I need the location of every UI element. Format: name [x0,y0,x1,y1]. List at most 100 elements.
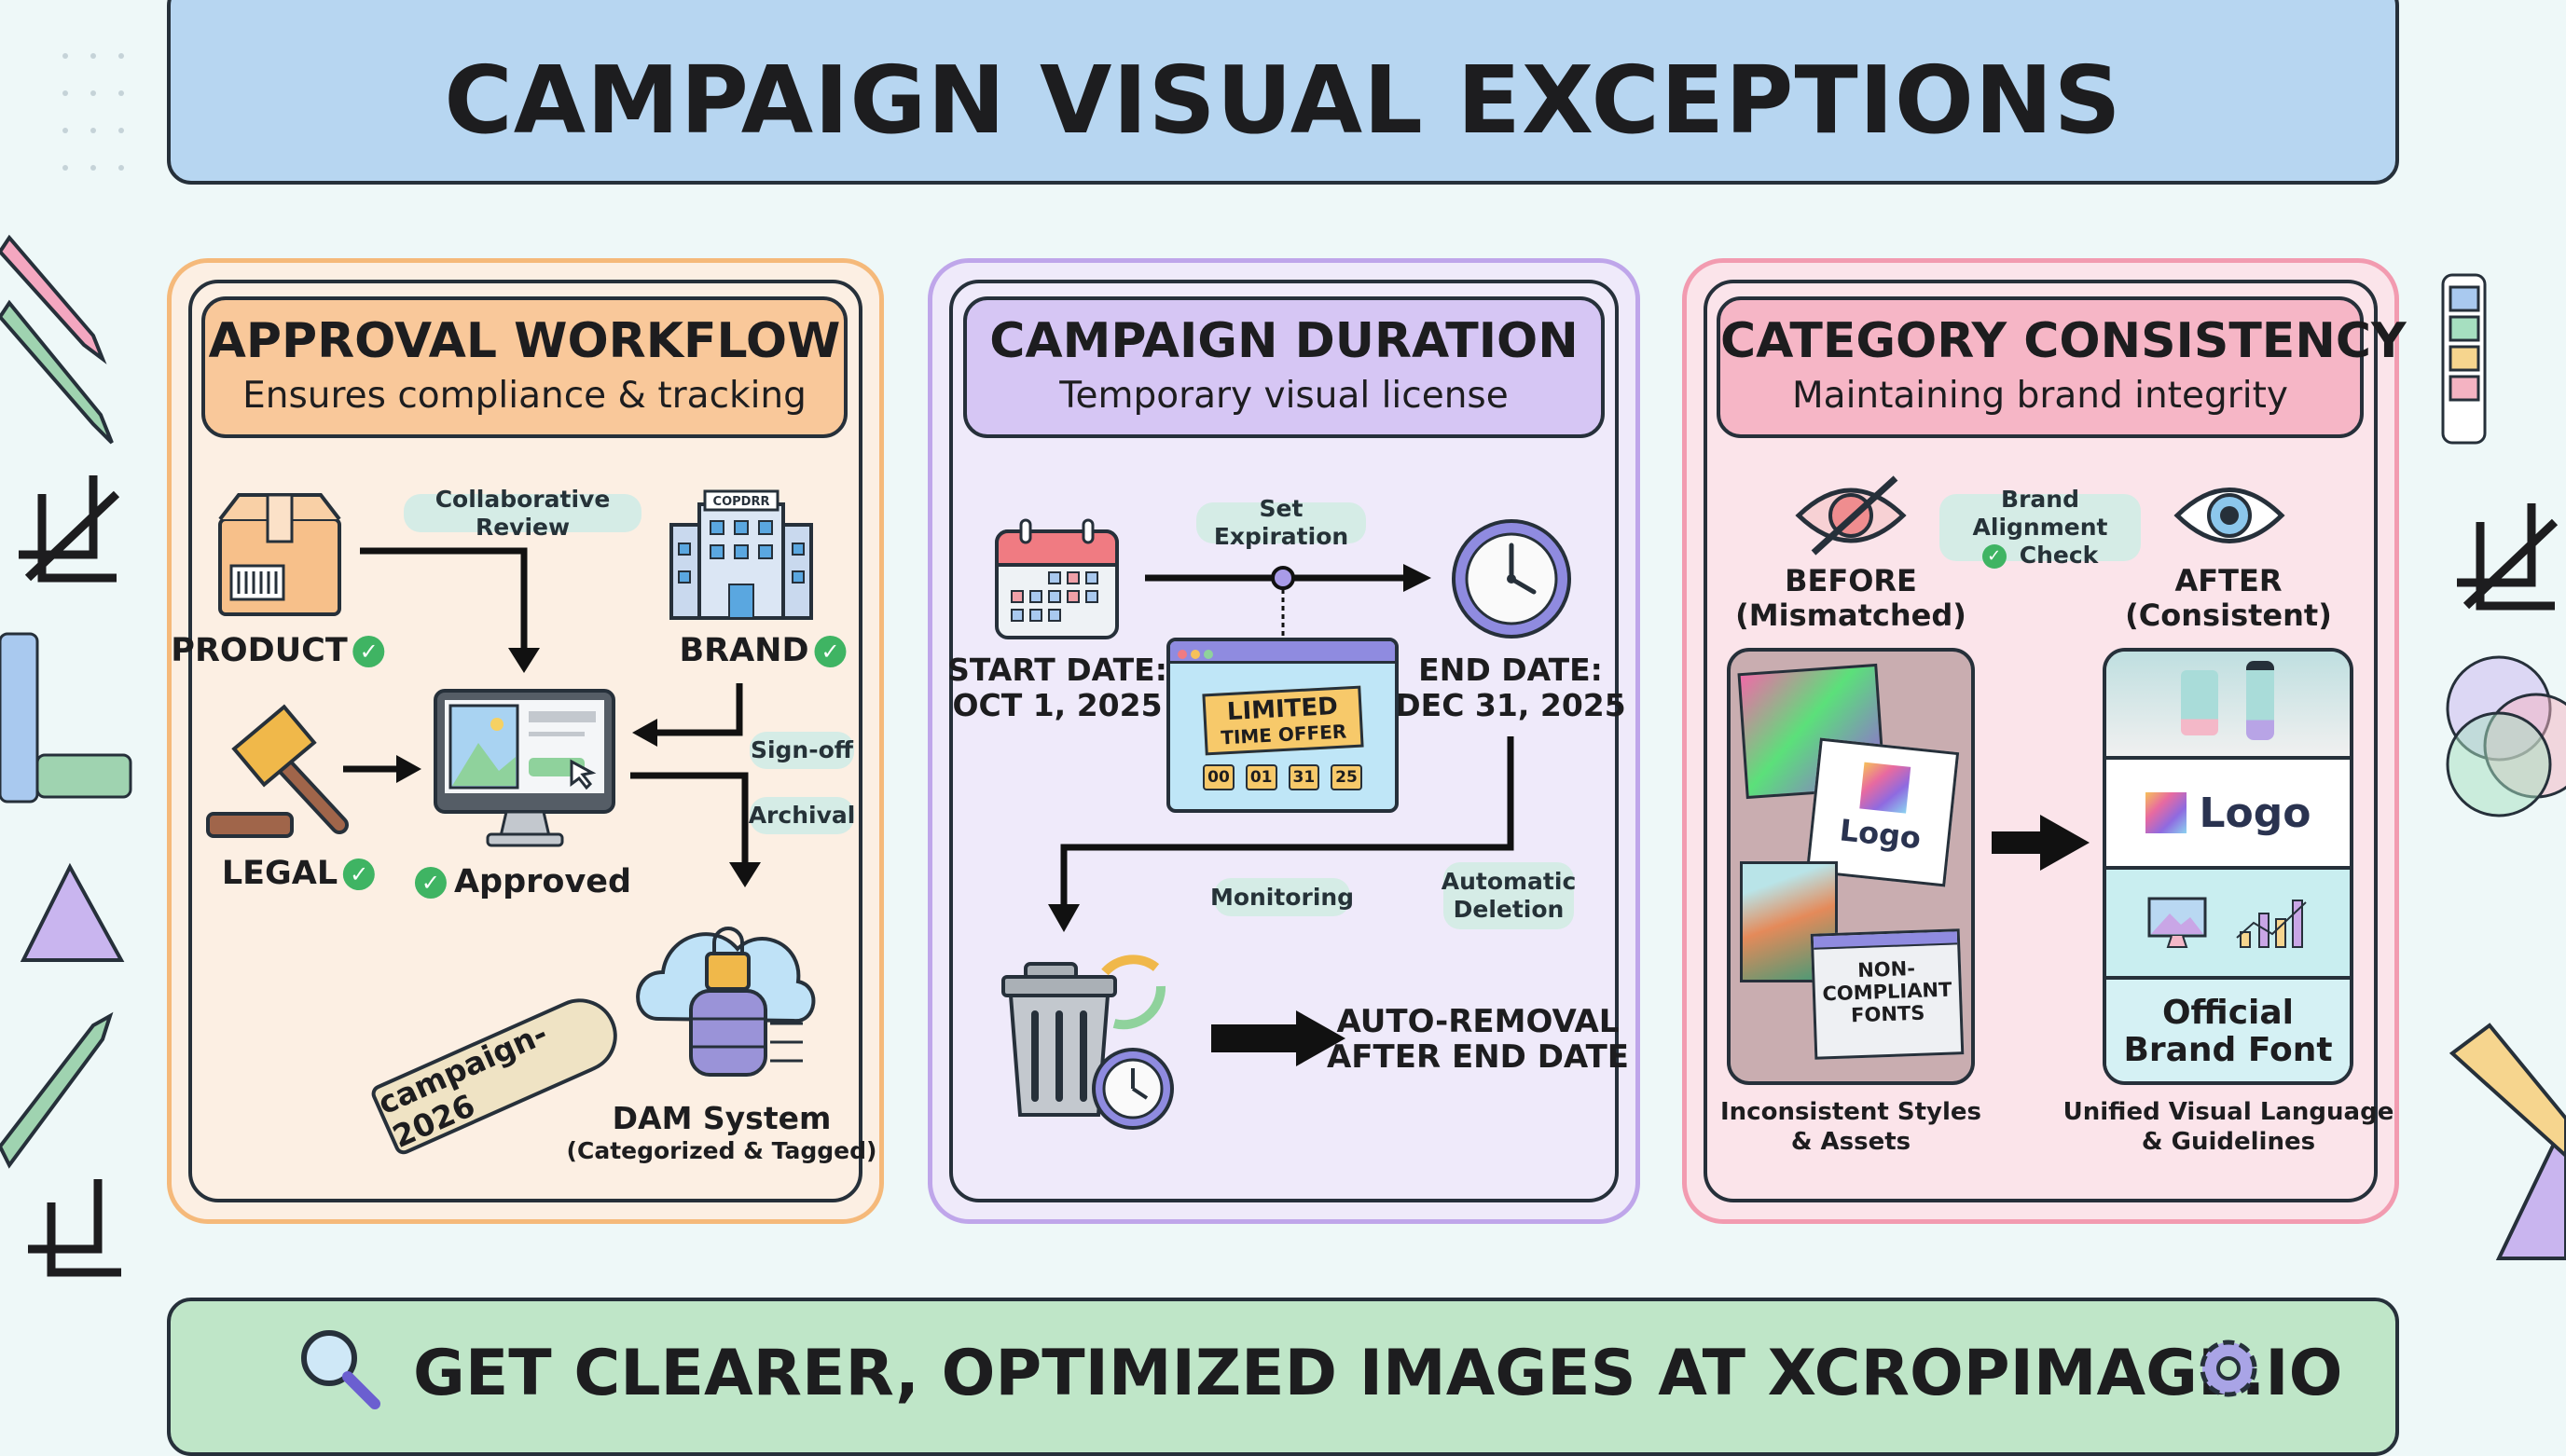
eye-icon [2173,488,2285,543]
product-text: PRODUCT [171,632,348,669]
footer-cta-text[interactable]: GET CLEARER, OPTIMIZED IMAGES AT XCROPIM… [413,1337,2343,1410]
approval-title: APPROVAL WORKFLOW [208,313,841,369]
venn-icon [2446,655,2566,817]
after-label: AFTER(Consistent) [2125,564,2332,633]
end-date-label: END DATE:DEC 31, 2025 [1395,652,1625,723]
gear-icon [2200,1339,2257,1397]
brand-building-icon: COPDRR [669,489,813,620]
dam-cloud-database-icon [636,927,816,1077]
product-label: PRODUCT✓ [171,632,385,669]
check-icon: ✓ [352,636,385,667]
monitoring-pill: Monitoring [1210,878,1354,916]
duration-subtitle: Temporary visual license [1059,375,1509,417]
logo-mark-icon [2145,792,2187,833]
bar-chart-icon [2235,900,2307,948]
pencil-icon [0,234,114,1169]
duration-header: CAMPAIGN DURATION Temporary visual licen… [963,296,1605,438]
official-logo: Logo [2106,760,2350,870]
dot-grid [62,53,124,171]
countdown-timer: 00 01 31 25 [1170,764,1395,790]
after-text: AFTER [2174,563,2283,598]
before-caption-2: & Assets [1790,1128,1911,1156]
page-title: CAMPAIGN VISUAL EXCEPTIONS [444,46,2122,155]
approval-subtitle: Ensures compliance & tracking [242,375,807,417]
signoff-pill: Sign-off [750,732,854,769]
end-date-value: DEC 31, 2025 [1395,687,1626,723]
end-label-text: END DATE: [1418,652,1603,688]
before-caption-1: Inconsistent Styles [1719,1098,1982,1126]
brand-label: BRAND✓ [679,632,847,669]
image-monitor-icon [2147,897,2206,948]
check-icon: ✓ [814,636,847,667]
noncompliant-fonts-window: NON- COMPLIANT FONTS [1810,928,1965,1060]
brand-text: BRAND [679,632,809,669]
after-caption: Unified Visual Language& Guidelines [2063,1097,2394,1157]
before-caption: Inconsistent Styles& Assets [1720,1097,1981,1157]
archival-pill: Archival [749,797,855,834]
countdown-hours: 00 [1203,764,1235,790]
alignment-line-2: Check [2019,542,2099,569]
brand-alignment-pill: Brand Alignment ✓ Check [1939,486,2141,569]
approved-label: ✓Approved [414,863,632,900]
trash-auto-delete-icon [1001,955,1174,1130]
countdown-seconds: 25 [1331,764,1362,790]
after-sub: (Consistent) [2125,598,2332,633]
dam-system-sublabel: (Categorized & Tagged) [566,1137,877,1164]
consistent-product-photo [2106,652,2350,760]
after-caption-2: & Guidelines [2141,1128,2316,1156]
legal-gavel-icon [206,704,349,838]
consistency-title: CATEGORY CONSISTENCY [1720,313,2407,369]
product-box-icon [218,493,341,616]
set-expiration-pill: Set Expiration [1196,495,1366,550]
footer-banner[interactable]: GET CLEARER, OPTIMIZED IMAGES AT XCROPIM… [167,1298,2399,1456]
crop-icon [19,475,2559,1277]
title-banner: CAMPAIGN VISUAL EXCEPTIONS [167,0,2399,185]
monitor-icon [434,689,615,847]
after-caption-1: Unified Visual Language [2062,1098,2394,1126]
start-label-text: START DATE: [947,652,1167,688]
before-collage: Logo NON- COMPLIANT FONTS [1727,648,1975,1085]
check-icon: ✓ [343,858,376,890]
color-swatch-icon [0,273,2487,804]
before-label: BEFORE(Mismatched) [1735,564,1966,633]
logo-text: Logo [1838,812,1923,857]
countdown-days: 01 [1245,764,1277,790]
approved-text: Approved [453,863,632,900]
alignment-line-1: Brand Alignment [1972,486,2108,541]
check-icon: ✓ [1981,544,2007,569]
browser-titlebar [1170,641,1395,664]
start-date-value: OCT 1, 2025 [952,687,1163,723]
auto-removal-line-1: AUTO-REMOVAL [1336,1003,1620,1040]
automatic-deletion-pill: Automatic Deletion [1442,862,1576,929]
countdown-minutes: 31 [1288,764,1320,790]
official-line-1: Official [2161,994,2295,1032]
before-sub: (Mismatched) [1735,598,1966,633]
check-icon: ✓ [414,867,447,899]
legal-text: LEGAL [221,855,338,892]
calendar-icon [995,518,1119,639]
before-after-arrow [1992,815,2090,871]
legal-label: LEGAL✓ [221,855,376,892]
eye-slash-icon [1795,475,1907,556]
dam-system-label: DAM System [612,1100,832,1136]
building-sign: COPDRR [713,495,770,509]
clock-icon [1452,519,1571,639]
auto-removal-line-2: AFTER END DATE [1326,1038,1630,1076]
brand-graphics [2106,870,2350,980]
start-date-label: START DATE:OCT 1, 2025 [947,652,1167,723]
consistency-header: CATEGORY CONSISTENCY Maintaining brand i… [1717,296,2407,438]
ruler-icon [2449,1023,2566,1159]
approval-header: APPROVAL WORKFLOW Ensures compliance & t… [201,296,848,438]
magnifier-icon [301,1330,380,1409]
logo-text: Logo [2199,789,2311,837]
before-text: BEFORE [1785,563,1917,598]
consistency-subtitle: Maintaining brand integrity [1792,375,2288,417]
